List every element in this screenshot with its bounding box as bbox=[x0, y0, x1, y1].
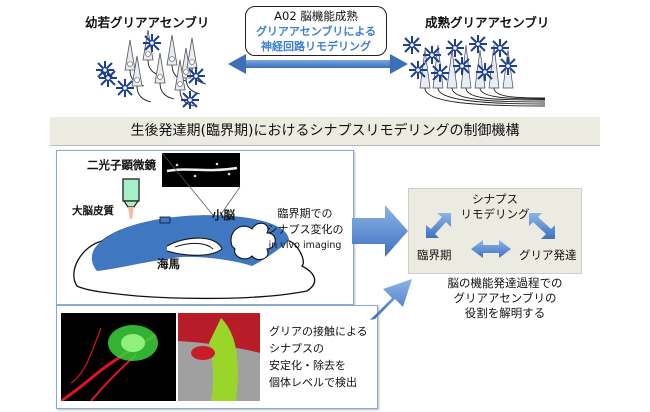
cortex-label: 大脳皮質 bbox=[72, 205, 114, 217]
diagonal-arrow-icon bbox=[370, 279, 412, 320]
microscope-label: 二光子顕微鏡 bbox=[87, 158, 156, 172]
bidirectional-arrow-left-icon bbox=[426, 213, 451, 238]
immature-glia-assembly-title: 幼若グリアアセンブリ bbox=[85, 15, 210, 30]
hippocampus-label: 海馬 bbox=[157, 257, 180, 271]
mouse-brain-diagram bbox=[73, 152, 316, 300]
critical-period-label: 臨界期 bbox=[417, 248, 452, 262]
panel-to-cycle-arrows bbox=[352, 205, 412, 320]
immature-assembly-drawing bbox=[95, 29, 207, 110]
mature-assembly-drawing bbox=[402, 34, 546, 107]
mature-glia-assembly-title: 成熟グリアアセンブリ bbox=[425, 15, 550, 30]
right-arrow-icon bbox=[352, 205, 408, 257]
imaging-caption: 臨界期での シナプス変化の in vivo imaging bbox=[266, 207, 344, 251]
project-subtitle-line1: グリアアセンブリによる bbox=[255, 25, 377, 38]
two-photon-microscope-icon bbox=[122, 178, 140, 219]
project-label-box: A02 脳機能成熟 グリアアセンブリによる 神経回路リモデリング bbox=[245, 6, 387, 56]
synapse-remodeling-label: シナプス リモデリング bbox=[460, 192, 530, 221]
bidirectional-arrow-right-icon bbox=[529, 213, 555, 239]
cerebellum-label: 小脳 bbox=[212, 208, 235, 222]
glia-assembly-illustrations bbox=[95, 29, 546, 110]
bidirectional-arrow-bottom-icon bbox=[471, 240, 511, 258]
in-vivo-imaging-panel: 二光子顕微鏡 大脳皮質 小脳 海馬 臨界期での シナプス変化の in vivo … bbox=[56, 150, 354, 305]
glia-development-label: グリア発達 bbox=[519, 248, 577, 262]
mechanism-cycle-box: シナプス リモデリング 臨界期 グリア発達 bbox=[408, 188, 582, 274]
project-title: A02 脳機能成熟 bbox=[274, 9, 358, 23]
conclusion-text: 脳の機能発達過程での グリアアセンブリの 役割を解明する bbox=[447, 276, 563, 320]
glia-contact-panel: グリアの接触による シナプスの 安定化・除去を 個体レベルで検出 bbox=[56, 305, 378, 409]
glia-contact-micrographs bbox=[61, 313, 260, 401]
cycle-arrows bbox=[426, 213, 555, 258]
project-subtitle-line2: 神経回路リモデリング bbox=[261, 40, 371, 53]
contact-caption: グリアの接触による シナプスの 安定化・除去を 個体レベルで検出 bbox=[269, 325, 368, 389]
section-banner: 生後発達期(臨界期)におけるシナプスリモデリングの制御機構 bbox=[50, 117, 600, 146]
maturation-double-arrow bbox=[228, 54, 408, 74]
